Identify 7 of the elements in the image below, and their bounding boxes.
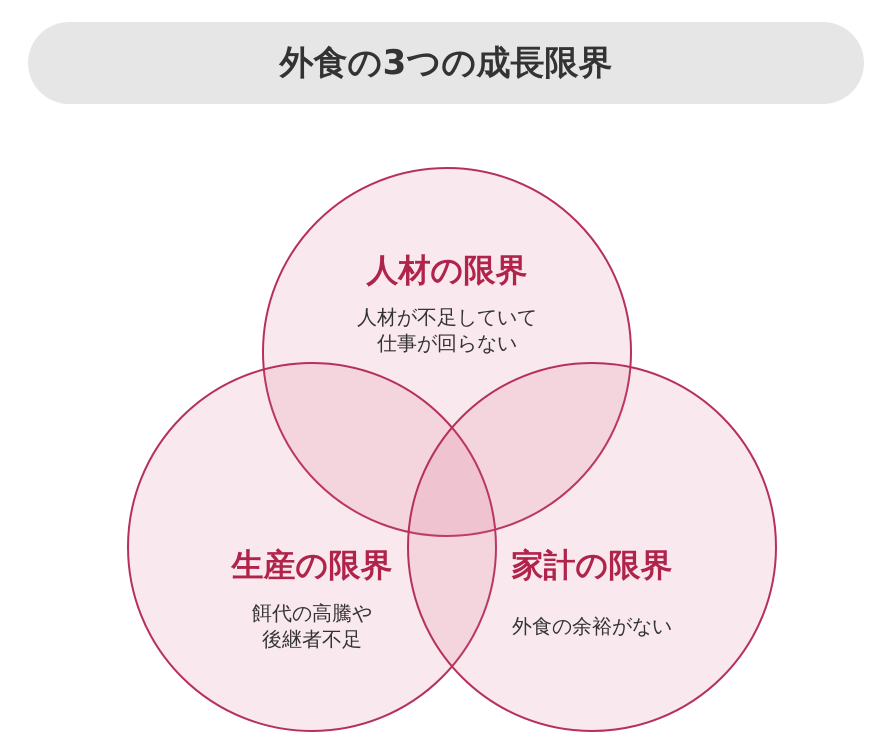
circle-heading: 人材の限界 [366,250,528,291]
circle-description: 外食の余裕がない [511,613,673,639]
circle-heading: 生産の限界 [232,545,392,586]
title-banner: 外食の3つの成長限界 [28,22,864,104]
circle-description: 人材が不足していて仕事が回らない [356,304,538,356]
circle-description: 餌代の高騰や後継者不足 [251,600,373,652]
circle-heading: 家計の限界 [512,545,672,586]
